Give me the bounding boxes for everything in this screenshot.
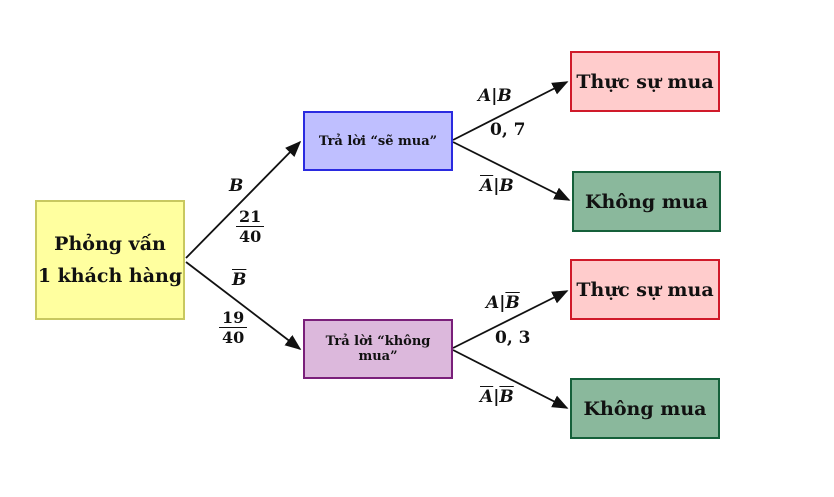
- root-node-line2: 1 khách hàng: [37, 265, 183, 287]
- edge-prob-21-40: 21 40: [236, 208, 265, 246]
- actually-buy-label-1: Thực sự mua: [576, 70, 714, 93]
- answer-will-buy-label: Trả lời “sẽ mua”: [318, 133, 438, 149]
- not-buy-node-2: Không mua: [570, 378, 720, 439]
- not-buy-node-1: Không mua: [572, 171, 721, 232]
- root-node-line1: Phỏng vấn: [54, 233, 166, 255]
- edge-label-event-b: B: [229, 176, 244, 196]
- edge-prob-0-3: 0, 3: [495, 328, 531, 348]
- edge-label-a-given-b: A|B: [478, 86, 512, 106]
- edge-prob-0-7: 0, 7: [490, 120, 526, 140]
- edge-label-a-given-not-b: A|B: [486, 293, 520, 313]
- not-buy-label-1: Không mua: [585, 190, 708, 213]
- edge-prob-19-40: 19 40: [219, 309, 248, 347]
- arrow-yes-to-buy: [452, 81, 569, 141]
- arrow-root-to-yes: [185, 140, 302, 259]
- arrow-no-to-buy: [452, 290, 569, 349]
- root-node: Phỏng vấn 1 khách hàng: [35, 200, 185, 320]
- answer-wont-buy-node: Trả lời “không mua”: [303, 319, 453, 379]
- not-buy-label-2: Không mua: [583, 397, 707, 420]
- edge-label-not-a-given-not-b: A|B: [480, 387, 514, 407]
- arrow-root-to-no: [185, 261, 302, 350]
- answer-wont-buy-label: Trả lời “không mua”: [325, 334, 431, 364]
- edge-label-not-a-given-b: A|B: [480, 176, 514, 196]
- actually-buy-node-2: Thực sự mua: [570, 259, 720, 320]
- arrow-no-to-nobuy: [452, 349, 569, 409]
- answer-will-buy-node: Trả lời “sẽ mua”: [303, 111, 453, 171]
- actually-buy-label-2: Thực sự mua: [576, 278, 714, 301]
- edge-label-event-not-b: B: [232, 270, 247, 290]
- actually-buy-node-1: Thực sự mua: [570, 51, 720, 112]
- arrow-yes-to-nobuy: [452, 141, 571, 201]
